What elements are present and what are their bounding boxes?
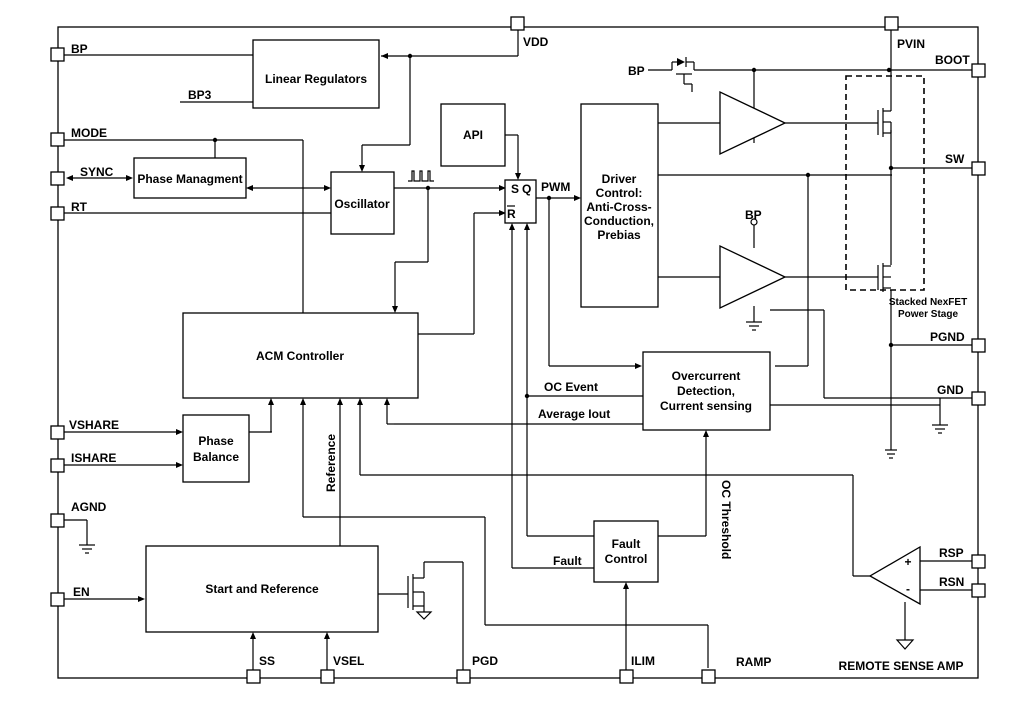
driver-control-line-4: Conduction, (584, 214, 654, 228)
driver-control-line-1: Driver (602, 172, 637, 186)
oc-event-label: OC Event (544, 380, 598, 394)
pin-mode-label: MODE (71, 126, 107, 140)
driver-control-line-3: Anti-Cross- (586, 200, 651, 214)
pin-pvin-label: PVIN (897, 37, 925, 51)
phase-balance-line-2: Balance (193, 450, 239, 464)
pin-vdd-label: VDD (523, 35, 549, 49)
pin-bp (50, 47, 65, 62)
pin-agnd (50, 513, 65, 528)
pin-vdd (510, 16, 525, 31)
pin-sync (50, 171, 65, 186)
oc-threshold-label: OC Threshold (719, 480, 733, 559)
remote-sense-title: REMOTE SENSE AMP (839, 659, 964, 673)
pin-en-label: EN (73, 585, 90, 599)
pin-en (50, 592, 65, 607)
rs-plus: + (904, 555, 911, 569)
pin-gnd-label: GND (937, 383, 964, 397)
pin-bp3-label: BP3 (188, 88, 212, 102)
remote-sense-amp (868, 545, 921, 606)
overcurrent-line-2: Detection, (677, 384, 735, 398)
acm-controller-block (182, 312, 419, 399)
phase-management-label: Phase Managment (137, 172, 242, 186)
pin-vsel (320, 669, 335, 684)
driver-control-line-2: Control: (596, 186, 643, 200)
high-side-mosfet (877, 105, 892, 137)
driver-control-line-5: Prebias (597, 228, 641, 242)
pin-boot (971, 63, 986, 78)
pin-mode (50, 132, 65, 147)
pin-rsp (971, 554, 986, 569)
sr-latch (504, 179, 537, 224)
fault-control-block (593, 520, 659, 583)
pin-ramp (701, 669, 716, 684)
pin-pvin (884, 16, 899, 31)
wires (64, 30, 972, 670)
phase-balance-block (182, 414, 250, 483)
linear-regulators-label: Linear Regulators (265, 72, 367, 86)
fault-control-line-1: Fault (612, 537, 641, 551)
pin-vsel-label: VSEL (333, 654, 364, 668)
power-stage-label-1: Stacked NexFET (889, 297, 967, 308)
pin-ilim-label: ILIM (631, 654, 655, 668)
pin-rt-label: RT (71, 200, 88, 214)
pin-gnd (971, 391, 986, 406)
pins (50, 16, 986, 684)
overcurrent-block (642, 351, 771, 431)
pin-boot-label: BOOT (935, 53, 970, 67)
pin-ishare-label: ISHARE (71, 451, 116, 465)
pin-rsn-label: RSN (939, 575, 964, 589)
latch-q: Q (522, 182, 531, 196)
pin-ramp-label: RAMP (736, 655, 771, 669)
phase-balance-line-1: Phase (198, 434, 234, 448)
acm-controller-label: ACM Controller (256, 349, 344, 363)
pin-pgnd (971, 338, 986, 353)
pin-pgd-label: PGD (472, 654, 498, 668)
latch-r: R (507, 207, 516, 221)
rs-minus: - (906, 582, 910, 596)
high-side-driver (719, 90, 787, 156)
pin-rsn (971, 583, 986, 598)
average-iout-label: Average Iout (538, 407, 610, 421)
latch-s: S (511, 182, 519, 196)
pin-vshare (50, 425, 65, 440)
pin-ilim (619, 669, 634, 684)
oscillator-block (330, 171, 395, 235)
reference-label: Reference (324, 434, 338, 492)
linear-regulators-block (252, 39, 380, 109)
pin-bp-label: BP (71, 42, 88, 56)
start-reference-label: Start and Reference (205, 582, 319, 596)
pin-sw (971, 161, 986, 176)
oscillator-label: Oscillator (334, 197, 390, 211)
pin-ishare (50, 458, 65, 473)
fault-label: Fault (553, 554, 582, 568)
api-label: API (463, 128, 483, 142)
power-stage-label-2: Power Stage (898, 309, 958, 320)
start-reference-block (145, 545, 379, 633)
overcurrent-line-3: Current sensing (660, 399, 752, 413)
phase-management-block (133, 157, 247, 199)
driver-control-block (580, 103, 659, 308)
power-stage-box (845, 75, 925, 291)
low-side-mosfet (877, 263, 891, 292)
pin-rsp-label: RSP (939, 546, 964, 560)
pin-rt (50, 206, 65, 221)
low-side-driver (719, 244, 787, 310)
pin-sw-label: SW (945, 152, 965, 166)
fault-control-line-2: Control (605, 552, 648, 566)
pin-ss-label: SS (259, 654, 275, 668)
pwm-label: PWM (541, 180, 570, 194)
bp-mid-label: BP (745, 208, 762, 222)
overcurrent-line-1: Overcurrent (672, 369, 741, 383)
pin-pgnd-label: PGND (930, 330, 965, 344)
pin-ss (246, 669, 261, 684)
bp-top-label: BP (628, 64, 645, 78)
pin-agnd-label: AGND (71, 500, 107, 514)
pin-pgd (456, 669, 471, 684)
pin-sync-label: SYNC (80, 165, 114, 179)
api-block (440, 103, 506, 167)
pin-vshare-label: VSHARE (69, 418, 119, 432)
